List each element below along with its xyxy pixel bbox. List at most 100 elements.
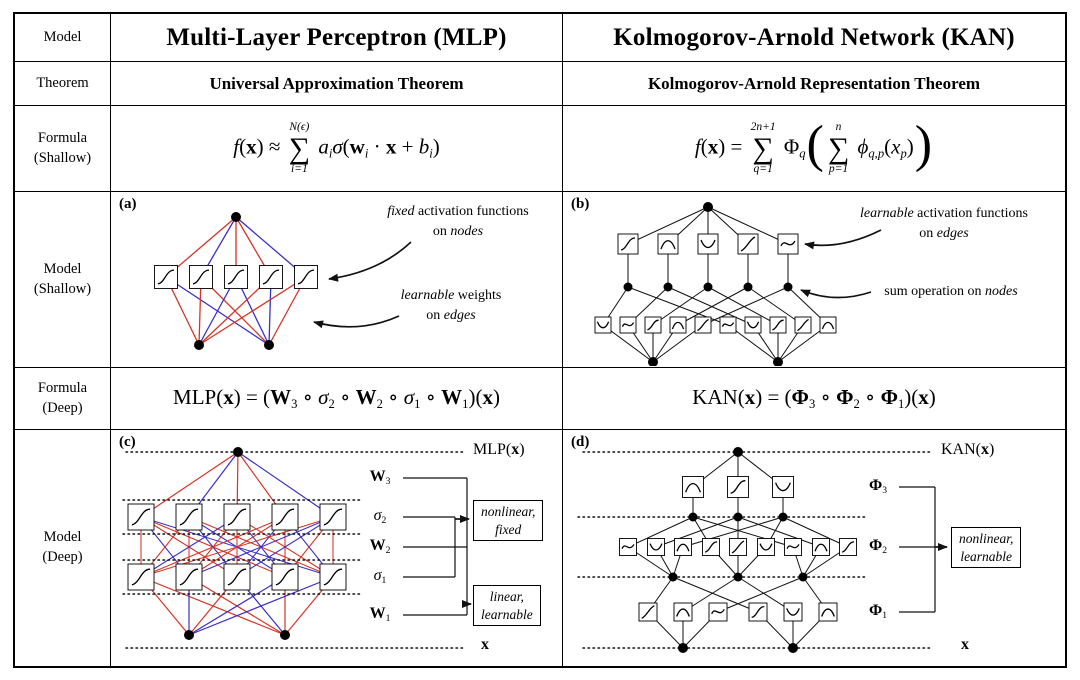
activation-function-icon — [748, 602, 768, 622]
activation-function-icon — [319, 503, 347, 531]
text-token: x — [481, 636, 489, 653]
neuron-node — [788, 643, 798, 653]
text-token: 3 — [385, 476, 391, 488]
neuron-node — [184, 630, 194, 640]
activation-function-icon — [729, 538, 747, 556]
neuron-node — [231, 212, 241, 222]
neuron-node — [703, 282, 713, 292]
text-token: σ — [373, 507, 382, 524]
text-token: 2 — [882, 545, 888, 557]
activation-function-icon — [812, 538, 830, 556]
text-token: ∘ — [297, 384, 319, 409]
nonlinear-learnable-box: nonlinear, learnable — [951, 527, 1022, 569]
neuron-node — [778, 512, 788, 522]
kan-theorem: Kolmogorov-Arnold Representation Theorem — [647, 73, 981, 93]
activation-function-icon — [127, 503, 155, 531]
learnable-weights-annotation: learnable weights on edges — [366, 286, 536, 325]
activation-function-icon — [669, 316, 687, 334]
text-token: weights — [454, 288, 502, 303]
edge-line — [188, 516, 334, 578]
text-token: Φ — [778, 134, 800, 159]
annotation-line: fixed activation functions — [363, 202, 553, 222]
activation-function-icon — [839, 538, 857, 556]
panel-tag-b: (b) — [571, 196, 590, 212]
text-token: f — [233, 134, 240, 159]
big-paren: ) — [914, 116, 933, 174]
edge-line — [652, 286, 709, 326]
text-token: nodes — [985, 284, 1018, 299]
neuron-node — [733, 512, 743, 522]
text-token: x — [981, 441, 989, 458]
text-token: W — [355, 384, 377, 409]
text-token: 1 — [898, 397, 905, 412]
text-token: f — [694, 134, 701, 159]
panel-tag-d: (d) — [571, 434, 590, 450]
sigma-sum-glyph: ∑ — [752, 131, 774, 165]
sigma-sum-glyph: ∑ — [288, 131, 311, 165]
text-token: x — [246, 134, 257, 159]
text-token: 2 — [376, 397, 383, 412]
activation-function-icon — [657, 233, 679, 255]
text-token: ( — [884, 134, 892, 159]
row-label-line: Model — [43, 260, 82, 277]
layer-label-phi2: Φ2 — [861, 537, 895, 556]
text-token: 2 — [853, 397, 860, 412]
activation-function-icon — [757, 538, 775, 556]
sum-lower-limit: q=1 — [753, 162, 773, 175]
text-token: x — [511, 441, 520, 458]
mlp-deep-model-cell: (c) MLP(x) x W3 σ2 W2 σ1 W1 nonlinear, f… — [111, 430, 563, 666]
text-token: ) = — [718, 134, 748, 159]
text-token: q — [799, 146, 806, 161]
row-label-line: Formula — [37, 129, 88, 146]
summation-symbol: n∑p=1 — [828, 121, 849, 175]
layer-label-phi1: Φ1 — [861, 602, 895, 621]
activation-function-icon — [694, 316, 712, 334]
kan-output-label: KAN(x) — [941, 441, 994, 459]
text-token: W — [369, 605, 386, 622]
text-token: x — [223, 384, 234, 409]
annotation-line: on edges — [366, 306, 536, 326]
edge-line — [188, 576, 286, 636]
mlp-deep-network-diagram — [122, 447, 472, 649]
sum-lower-limit: p=1 — [828, 162, 849, 175]
text-token: 1 — [882, 610, 888, 622]
row-label-line: Formula — [37, 379, 88, 396]
kan-shallow-network-diagram — [594, 202, 882, 366]
text-token: Φ — [868, 537, 883, 554]
row-label-model-deep: Model (Deep) — [15, 430, 111, 666]
neuron-node — [668, 572, 678, 582]
activation-function-icon — [744, 316, 762, 334]
text-token: x — [961, 636, 969, 653]
text-token: ϕ — [857, 134, 869, 159]
text-token: ) — [906, 134, 914, 159]
mlp-input-label: x — [481, 636, 489, 654]
activation-function-icon — [617, 233, 639, 255]
activation-function-icon — [794, 316, 812, 334]
text-token: ) — [432, 134, 440, 159]
text-token: fixed — [387, 204, 415, 219]
activation-function-icon — [259, 265, 283, 289]
arrowhead-icon — [804, 241, 815, 250]
text-token: MLP( — [173, 384, 224, 409]
mlp-shallow-model-cell: (a) fixed activation functions on nodes … — [111, 192, 563, 368]
text-token: on — [426, 307, 444, 323]
neuron-node — [194, 340, 204, 350]
activation-function-icon — [719, 316, 737, 334]
layer-label-w3: W3 — [363, 468, 397, 487]
edge-line — [707, 286, 779, 326]
mlp-output-label: MLP(x) — [473, 441, 525, 459]
activation-function-icon — [784, 538, 802, 556]
text-token: nodes — [450, 223, 484, 239]
text-token: activation functions — [913, 206, 1028, 221]
sum-upper-limit: 2n+1 — [750, 121, 776, 133]
text-token: edges — [936, 225, 969, 241]
text-token: ( — [342, 134, 350, 159]
edge-line — [672, 576, 759, 613]
annotation-line: on nodes — [363, 222, 553, 242]
text-token: 1 — [414, 397, 421, 412]
edge-line — [682, 516, 784, 548]
text-token: x — [891, 134, 901, 159]
arrowhead-icon — [313, 320, 324, 329]
summation-symbol: 2n+1∑q=1 — [750, 121, 776, 175]
mlp-shallow-formula: f(x) ≈ N(ϵ)∑i=1 aiσ(wi · x + bi) — [233, 121, 440, 175]
